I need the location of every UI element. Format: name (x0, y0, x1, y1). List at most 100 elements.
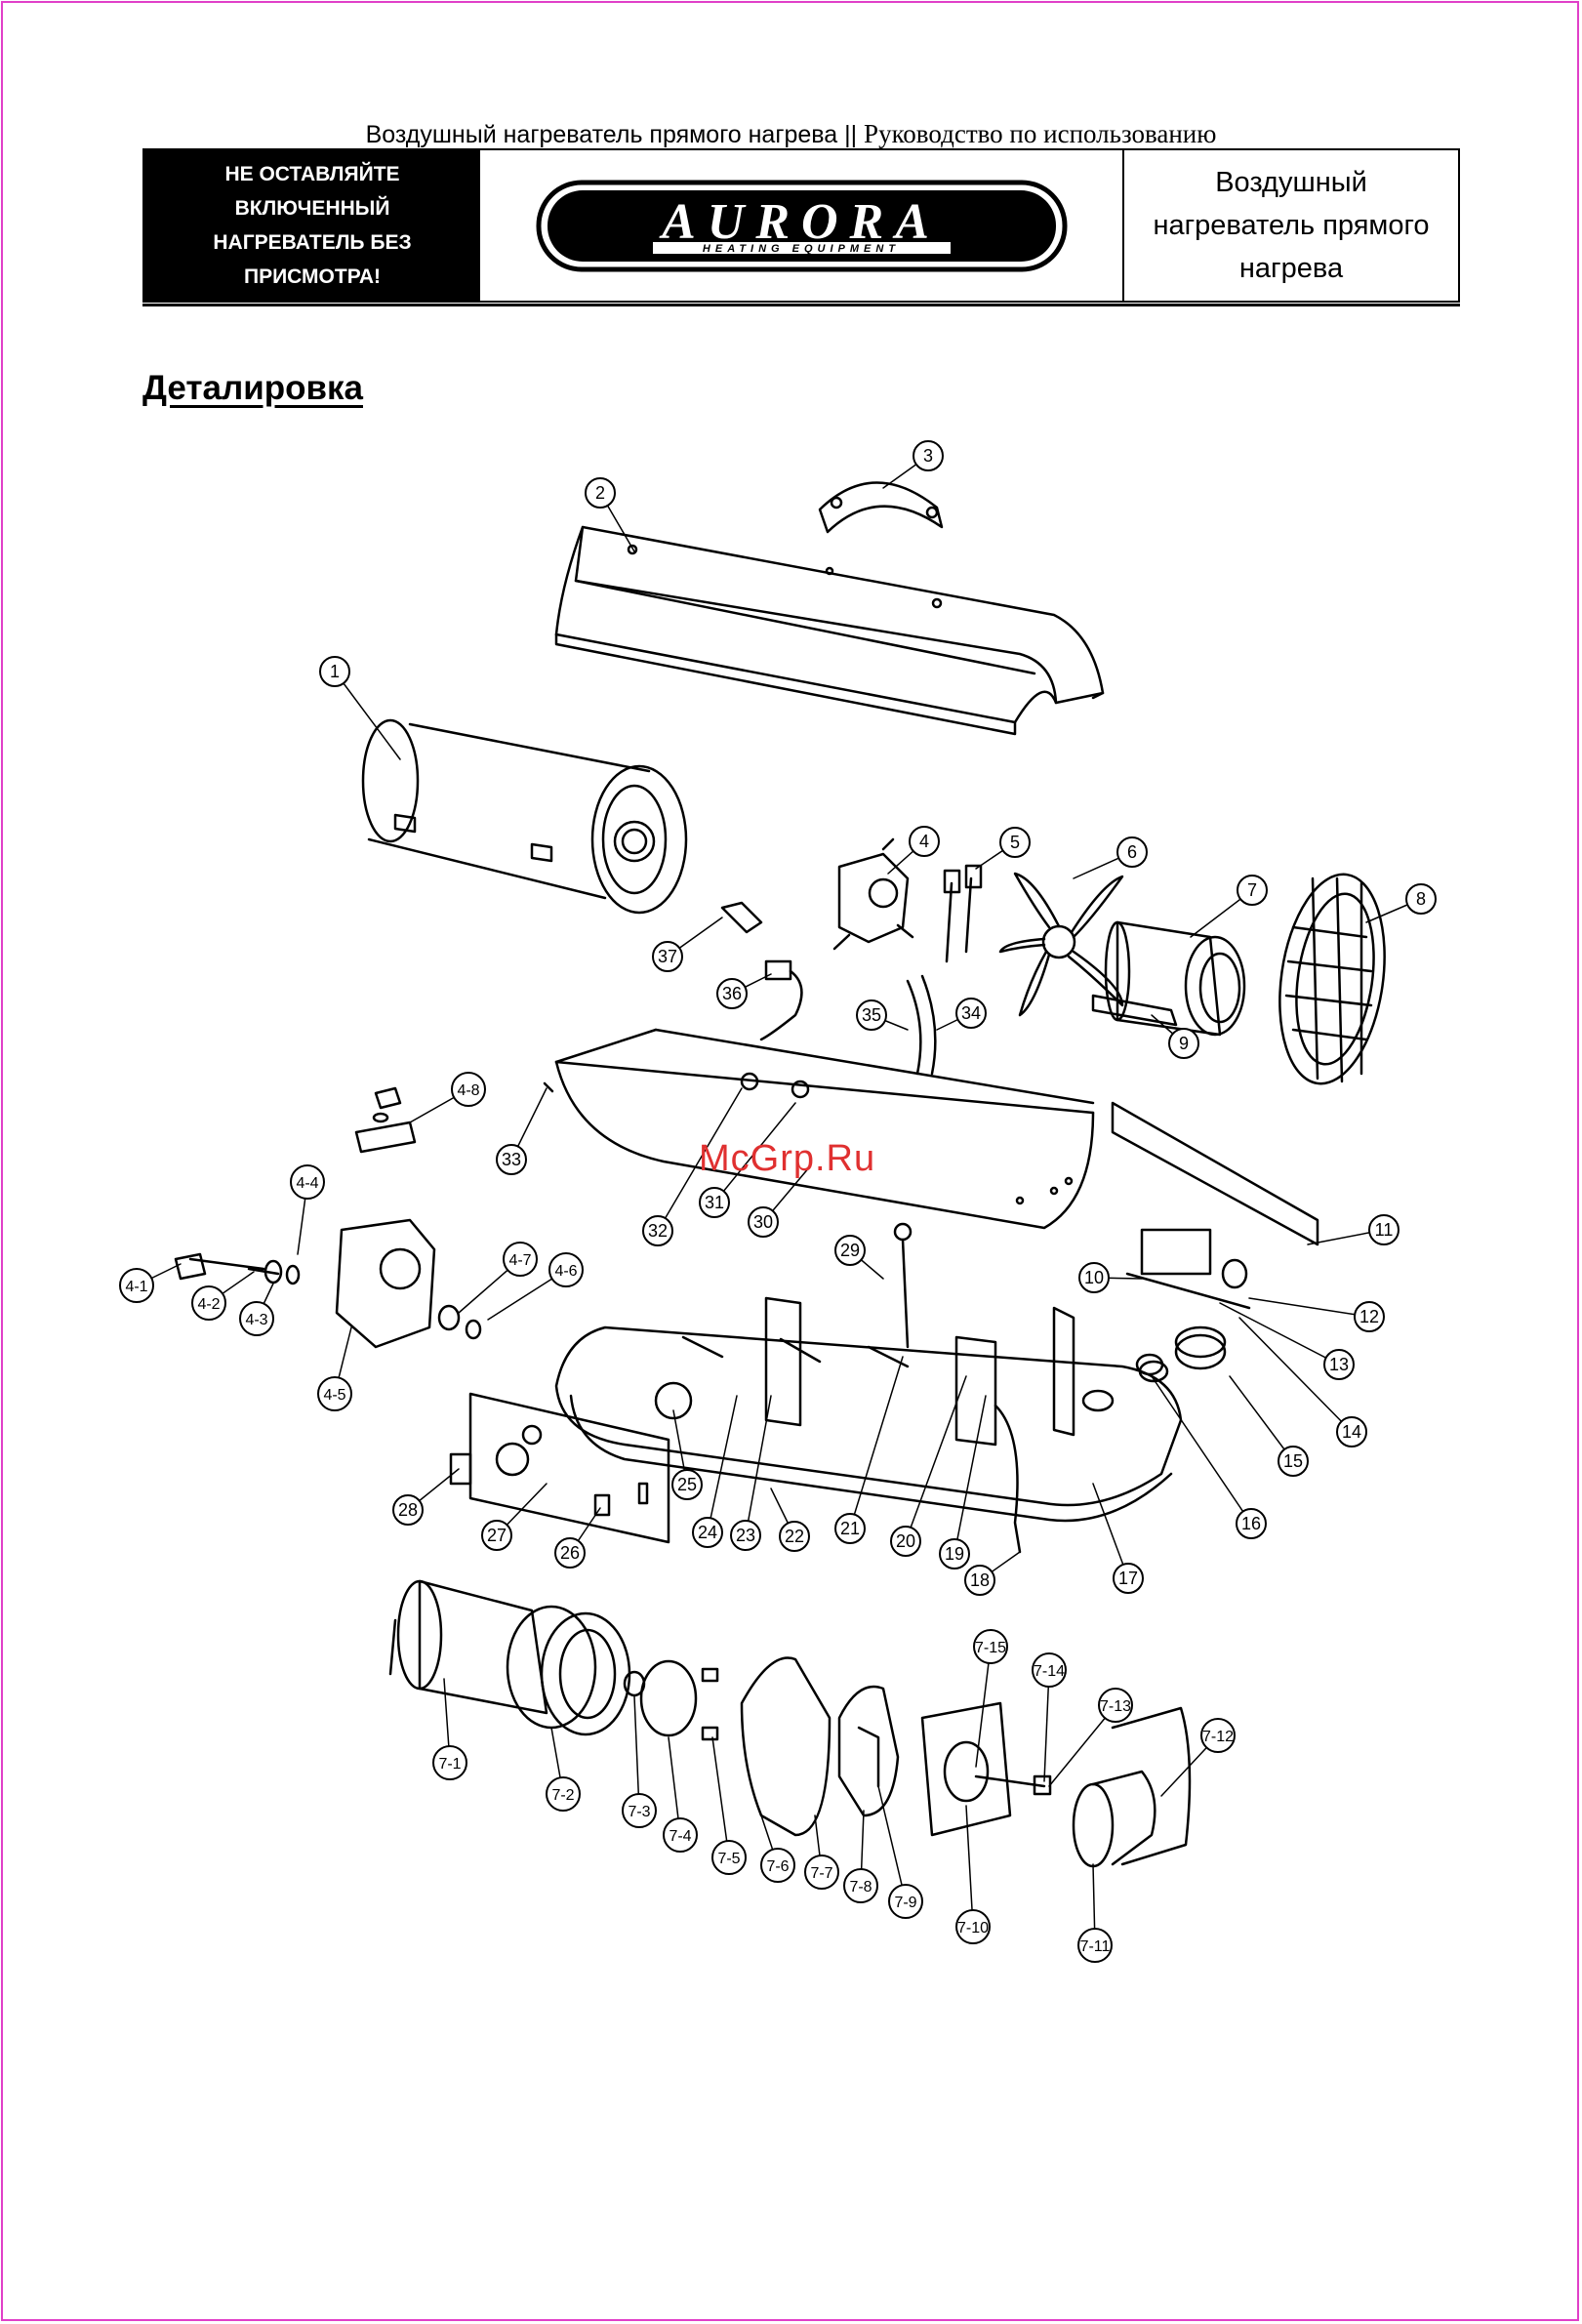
rear-grill-part (1278, 873, 1386, 1085)
callout-label: 33 (502, 1150, 521, 1169)
callout-label: 3 (923, 446, 933, 466)
warning-line: ВКЛЮЧЕННЫЙ (234, 197, 390, 220)
callout-circle (843, 1868, 878, 1903)
callout-circle (716, 978, 748, 1009)
callout-circle (652, 941, 683, 972)
lower-housing-part (554, 1028, 1095, 1230)
callout-label: 29 (840, 1241, 860, 1260)
callout-label: 34 (961, 1003, 981, 1023)
warning-line: НАГРЕВАТЕЛЬ БЕЗ (213, 231, 412, 254)
callout-7-8: 7-8 (843, 1868, 878, 1903)
callout-label: 4-8 (457, 1082, 479, 1099)
callout-circle (496, 1144, 527, 1175)
callout-circle (699, 1187, 730, 1218)
callout-label: 4-3 (245, 1312, 267, 1328)
callout-19: 19 (939, 1538, 970, 1570)
callout-label: 7-14 (1034, 1663, 1065, 1680)
callout-circle (779, 1521, 810, 1552)
callout-circle (890, 1526, 921, 1557)
callout-label: 13 (1329, 1355, 1349, 1374)
callout-7-12: 7-12 (1200, 1718, 1236, 1753)
callout-circle (119, 1268, 154, 1303)
callout-8: 8 (1405, 883, 1437, 915)
callout-label: 37 (658, 947, 677, 966)
callout-24: 24 (692, 1517, 723, 1548)
control-bracket-part (1111, 1101, 1319, 1310)
callout-label: 15 (1283, 1451, 1303, 1471)
logo-cell: AURORA HEATING EQUIPMENT (480, 150, 1124, 301)
product-title-line: нагрева (1238, 253, 1344, 284)
callout-circle (964, 1565, 995, 1596)
callout-4-1: 4-1 (119, 1268, 154, 1303)
callout-30: 30 (748, 1206, 779, 1238)
callout-23: 23 (730, 1520, 761, 1551)
callout-label: 7 (1247, 880, 1257, 900)
callout-label: 27 (487, 1526, 507, 1545)
callout-circle (481, 1520, 512, 1551)
callout-7-9: 7-9 (888, 1884, 923, 1919)
callout-label: 11 (1375, 1220, 1394, 1240)
callout-label: 23 (736, 1526, 755, 1545)
electrodes-part (943, 864, 983, 963)
callout-14: 14 (1336, 1416, 1367, 1447)
callout-7-6: 7-6 (760, 1848, 795, 1883)
callout-5: 5 (999, 827, 1031, 858)
callout-circle (642, 1215, 673, 1246)
callout-20: 20 (890, 1526, 921, 1557)
callout-circle (730, 1520, 761, 1551)
callout-circle (671, 1469, 703, 1500)
callout-circle (856, 999, 887, 1031)
top-cover-part (554, 525, 1105, 736)
callout-label: 26 (560, 1543, 580, 1563)
callout-label: 7-8 (849, 1879, 872, 1896)
callout-label: 7-4 (669, 1828, 691, 1845)
callout-circle (1113, 1563, 1144, 1594)
callout-label: 24 (698, 1523, 717, 1542)
callout-22: 22 (779, 1521, 810, 1552)
callout-circle (663, 1817, 698, 1853)
callout-7-3: 7-3 (622, 1793, 657, 1828)
callout-label: 31 (705, 1193, 724, 1212)
callout-circle (1405, 883, 1437, 915)
callout-label: 7-15 (975, 1640, 1006, 1656)
callout-6: 6 (1116, 836, 1148, 868)
callout-7-4: 7-4 (663, 1817, 698, 1853)
callout-circle (913, 440, 944, 471)
callout-28: 28 (392, 1494, 424, 1526)
callout-21: 21 (834, 1513, 866, 1544)
callout-label: 22 (785, 1527, 804, 1546)
callout-circle (1077, 1928, 1113, 1963)
header-box: НЕ ОСТАВЛЯЙТЕ ВКЛЮЧЕННЫЙ НАГРЕВАТЕЛЬ БЕЗ… (142, 148, 1460, 306)
callout-circle (554, 1537, 586, 1569)
callout-4-4: 4-4 (290, 1164, 325, 1200)
callout-7-15: 7-15 (973, 1629, 1008, 1664)
callout-label: 7-9 (894, 1895, 916, 1911)
callout-circle (432, 1745, 467, 1780)
callout-circle (191, 1285, 226, 1321)
callout-circle (622, 1793, 657, 1828)
callout-label: 7-5 (717, 1851, 740, 1867)
callout-circle (1168, 1028, 1199, 1059)
callout-circle (317, 1376, 352, 1411)
callout-circle (290, 1164, 325, 1200)
callout-34: 34 (955, 998, 987, 1029)
fan-blade-part (998, 872, 1124, 1017)
callout-circle (1278, 1446, 1309, 1477)
callout-circle (451, 1072, 486, 1107)
aurora-logo: AURORA HEATING EQUIPMENT (536, 180, 1067, 271)
callout-10: 10 (1078, 1262, 1110, 1293)
callout-circle (1354, 1301, 1385, 1332)
callout-4-2: 4-2 (191, 1285, 226, 1321)
callout-label: 7-3 (628, 1804, 650, 1820)
running-header-part-b: Руководство по использованию (864, 119, 1217, 148)
running-header-part-a: Воздушный нагреватель прямого нагрева || (365, 121, 858, 148)
callout-label: 32 (648, 1221, 668, 1241)
callout-label: 14 (1342, 1422, 1361, 1442)
callout-label: 12 (1359, 1307, 1379, 1326)
callout-9: 9 (1168, 1028, 1199, 1059)
callout-label: 4-5 (323, 1387, 345, 1404)
product-title-line: нагреватель прямого (1153, 210, 1430, 241)
callout-25: 25 (671, 1469, 703, 1500)
section-title: Деталировка (142, 369, 363, 407)
running-header: Воздушный нагреватель прямого нагрева ||… (0, 119, 1582, 149)
